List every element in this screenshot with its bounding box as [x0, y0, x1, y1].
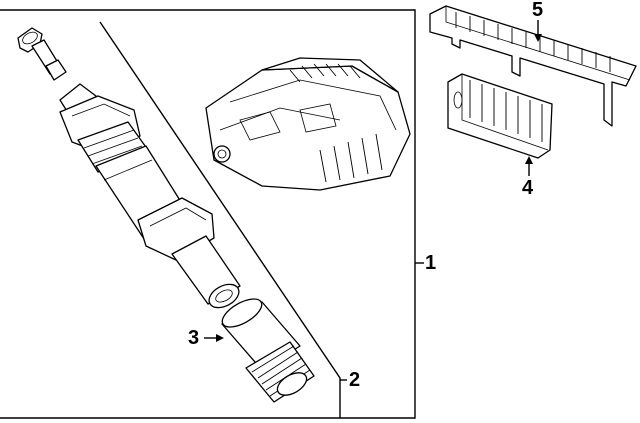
sensor-module [447, 73, 553, 159]
leader-part-3 [204, 334, 224, 342]
callout-2: 2 [349, 369, 361, 391]
callout-1: 1 [425, 252, 437, 274]
leader-part-4 [525, 156, 533, 176]
valve-cap [221, 298, 315, 403]
bracket-part-2 [99, 21, 347, 418]
valve-core [17, 27, 67, 81]
mounting-rail [429, 5, 637, 127]
leader-part-5 [534, 20, 542, 42]
valve-stem [59, 83, 241, 309]
tpms-sensor [205, 57, 411, 191]
bracket-part-1 [0, 9, 424, 419]
callout-3: 3 [188, 327, 200, 349]
callout-4: 4 [522, 177, 534, 199]
callout-5: 5 [532, 0, 544, 21]
